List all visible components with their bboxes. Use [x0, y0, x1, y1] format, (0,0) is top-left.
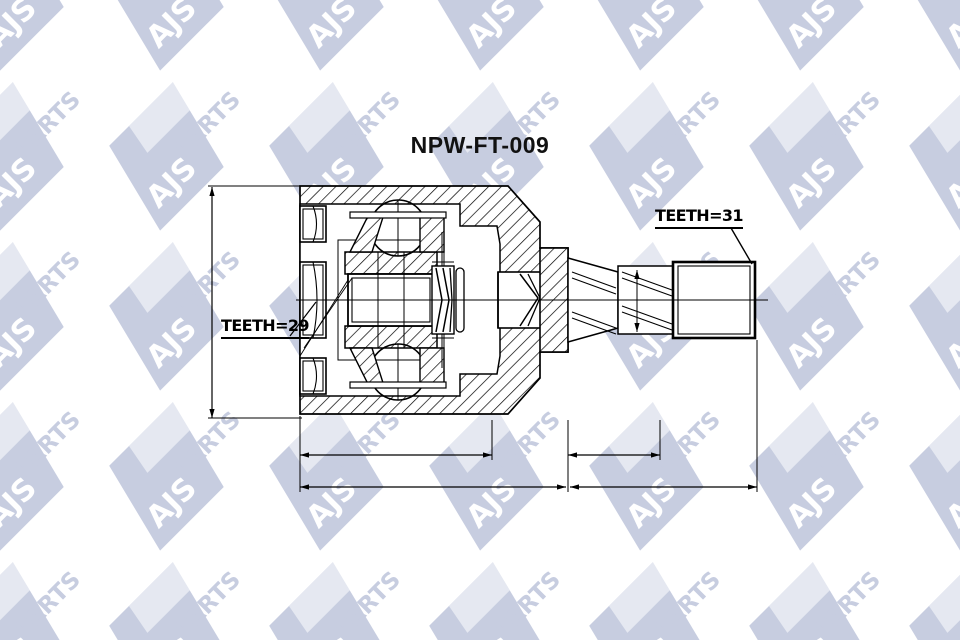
- dimension-length-housing: [299, 416, 493, 492]
- dimension-height-left: [208, 185, 302, 419]
- page-title: NPW-FT-009: [410, 132, 550, 158]
- leader-line-teeth-right: [730, 227, 753, 265]
- dimension-length-shaft: [567, 420, 661, 492]
- teeth-right-label: TEETH=31: [655, 207, 744, 229]
- teeth-left-label: TEETH=29: [221, 317, 310, 339]
